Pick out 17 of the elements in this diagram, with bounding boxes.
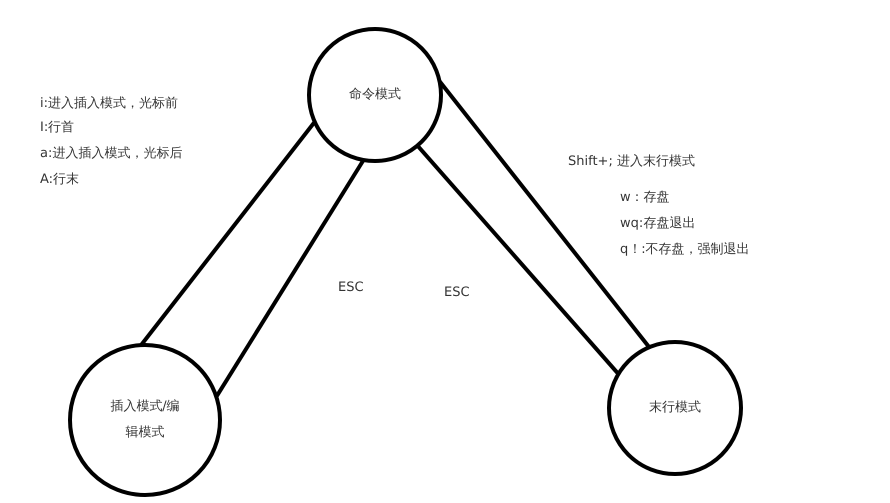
command-note: A:行末 [40, 171, 80, 189]
mode-label: 命令模式 [348, 86, 402, 104]
command-note: I:行首 [40, 119, 74, 137]
mode-circle [607, 340, 743, 476]
mode-circle [68, 343, 222, 497]
command-note: wq:存盘退出 [620, 215, 696, 233]
connector-line [140, 120, 316, 346]
command-note: w：存盘 [620, 189, 670, 207]
mode-circle [307, 27, 443, 163]
command-note: Shift+; 进入末行模式 [568, 153, 695, 171]
command-note: a:进入插入模式，光标后 [40, 145, 182, 163]
command-note: q！:不存盘，强制退出 [620, 241, 750, 259]
mode-label: 插入模式/编辑模式 [109, 398, 181, 442]
mode-label: 末行模式 [648, 398, 702, 417]
connector-line [214, 158, 366, 398]
connector-line [416, 144, 620, 376]
command-note: i:进入插入模式，光标前 [40, 95, 178, 113]
